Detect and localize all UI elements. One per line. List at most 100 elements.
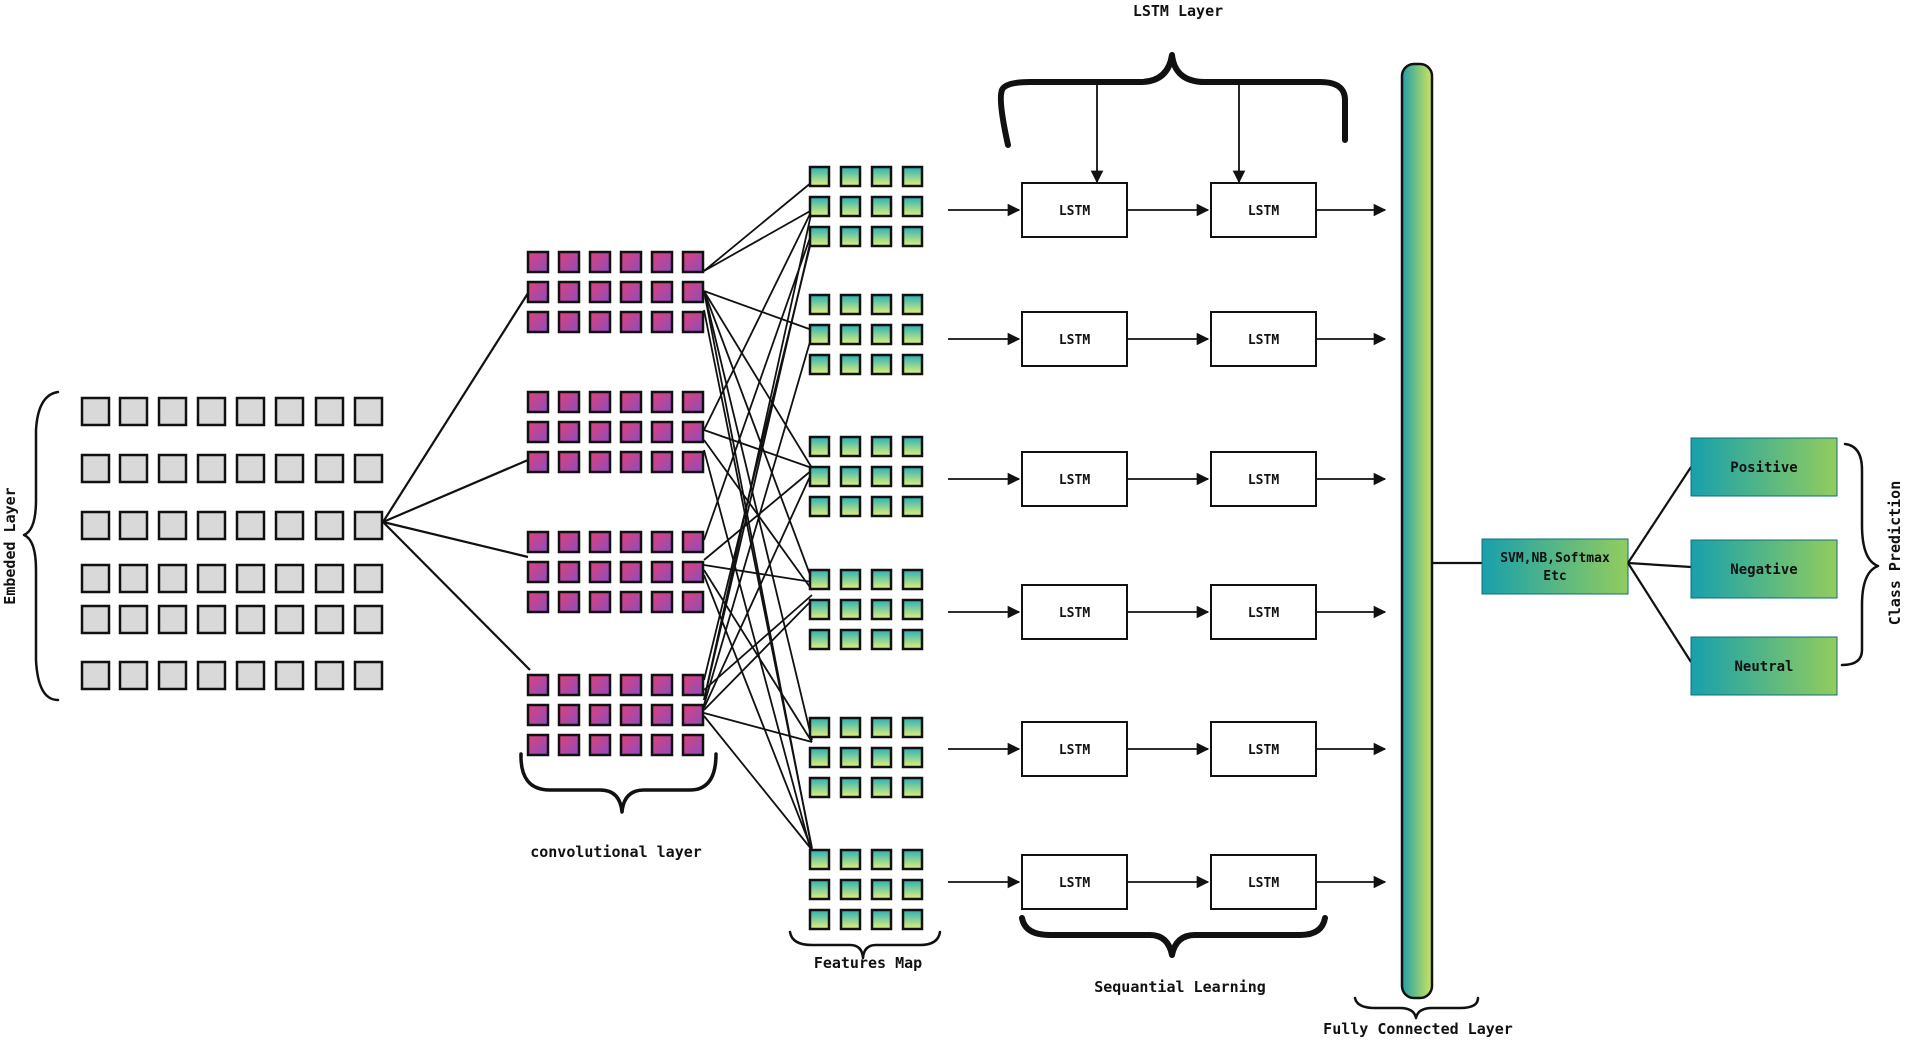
feature-cell bbox=[839, 353, 862, 376]
conv-cell bbox=[681, 560, 705, 584]
feature-cell bbox=[839, 435, 862, 458]
feature-cell bbox=[870, 195, 893, 218]
conv-cell bbox=[619, 590, 643, 614]
conv-cell bbox=[557, 310, 581, 334]
lstm-cell-label: LSTM bbox=[1059, 606, 1090, 621]
feature-cell bbox=[839, 776, 862, 799]
conv-cell bbox=[619, 530, 643, 554]
conv-cell bbox=[588, 560, 612, 584]
embed-cell bbox=[314, 453, 345, 484]
conv-cell bbox=[619, 733, 643, 757]
feature-cell bbox=[839, 878, 862, 901]
feature-cell bbox=[808, 598, 831, 621]
conv-cell bbox=[681, 733, 705, 757]
conv-cell bbox=[650, 590, 674, 614]
embed-cell bbox=[353, 660, 384, 691]
embed-cell bbox=[118, 660, 149, 691]
embed-cell bbox=[80, 510, 111, 541]
conv-cell bbox=[588, 703, 612, 727]
feature-cell bbox=[839, 465, 862, 488]
lstm-cell: LSTM bbox=[1210, 451, 1317, 507]
feature-cell bbox=[901, 293, 924, 316]
feature-cell bbox=[870, 598, 893, 621]
conv-cell bbox=[557, 530, 581, 554]
conv-cell bbox=[681, 673, 705, 697]
conv-cell bbox=[650, 310, 674, 334]
feature-cell bbox=[839, 908, 862, 931]
feature-cell bbox=[839, 225, 862, 248]
feature-cell bbox=[870, 465, 893, 488]
embed-cell bbox=[118, 563, 149, 594]
feature-cell bbox=[839, 746, 862, 769]
lstm-cell-label: LSTM bbox=[1248, 743, 1279, 758]
lstm-cell-label: LSTM bbox=[1248, 204, 1279, 219]
conv-cell bbox=[650, 250, 674, 274]
conv-cell bbox=[681, 420, 705, 444]
feature-cell bbox=[870, 323, 893, 346]
embed-cell bbox=[157, 396, 188, 427]
lstm-cell: LSTM bbox=[1210, 584, 1317, 640]
feature-cell bbox=[808, 465, 831, 488]
feature-cell bbox=[901, 435, 924, 458]
feature-cell bbox=[870, 746, 893, 769]
embed-cell bbox=[196, 660, 227, 691]
sequential-learning-brace bbox=[1019, 915, 1328, 958]
embed-cell bbox=[314, 396, 345, 427]
feature-cell bbox=[808, 225, 831, 248]
lstm-cell-label: LSTM bbox=[1248, 473, 1279, 488]
conv-cell bbox=[588, 420, 612, 444]
conv-cell bbox=[588, 590, 612, 614]
feature-cell bbox=[901, 353, 924, 376]
lstm-cell: LSTM bbox=[1021, 451, 1128, 507]
conv-cell bbox=[526, 703, 550, 727]
embed-cell bbox=[353, 453, 384, 484]
fully-connected-layer-label: Fully Connected Layer bbox=[1323, 1020, 1513, 1038]
embed-cell bbox=[157, 453, 188, 484]
conv-cell bbox=[526, 280, 550, 304]
conv-to-feature-map-connections bbox=[703, 181, 813, 856]
feature-cell bbox=[808, 848, 831, 871]
feature-cell bbox=[870, 908, 893, 931]
embed-cell bbox=[235, 660, 266, 691]
classifier-to-class-connections bbox=[1627, 466, 1692, 663]
conv-cell bbox=[650, 420, 674, 444]
class-label: Negative bbox=[1730, 562, 1797, 578]
conv-cell bbox=[526, 530, 550, 554]
feature-cell bbox=[870, 568, 893, 591]
feature-cell bbox=[901, 568, 924, 591]
fully-connected-layer-bar bbox=[1400, 62, 1434, 1000]
class-box-rect bbox=[1690, 539, 1838, 599]
lstm-layer-label: LSTM Layer bbox=[1133, 2, 1223, 20]
conv-cell bbox=[619, 390, 643, 414]
conv-cell bbox=[650, 733, 674, 757]
embed-cell bbox=[314, 604, 345, 635]
feature-cell bbox=[839, 716, 862, 739]
feature-cell bbox=[901, 225, 924, 248]
lstm-cell: LSTM bbox=[1021, 311, 1128, 367]
classifier-label-line1: SVM,NB,Softmax bbox=[1500, 551, 1610, 566]
embed-cell bbox=[235, 453, 266, 484]
lstm-cell-box bbox=[1210, 182, 1317, 238]
lstm-cell-box bbox=[1021, 854, 1128, 910]
conv-cell bbox=[619, 420, 643, 444]
embed-cell bbox=[196, 510, 227, 541]
feature-cell bbox=[808, 435, 831, 458]
conv-cell bbox=[557, 450, 581, 474]
embed-cell bbox=[157, 563, 188, 594]
feature-cell bbox=[901, 776, 924, 799]
conv-cell bbox=[650, 560, 674, 584]
class-box-rect bbox=[1690, 437, 1838, 497]
classifier-label-line2: Etc bbox=[1543, 569, 1566, 584]
feature-cell bbox=[901, 495, 924, 518]
conv-cell bbox=[619, 673, 643, 697]
conv-cell bbox=[650, 530, 674, 554]
conv-cell bbox=[681, 390, 705, 414]
feature-cell bbox=[839, 598, 862, 621]
feature-cell bbox=[808, 323, 831, 346]
conv-cell bbox=[650, 703, 674, 727]
lstm-cell-box bbox=[1210, 451, 1317, 507]
embed-cell bbox=[353, 396, 384, 427]
feature-cell bbox=[808, 628, 831, 651]
